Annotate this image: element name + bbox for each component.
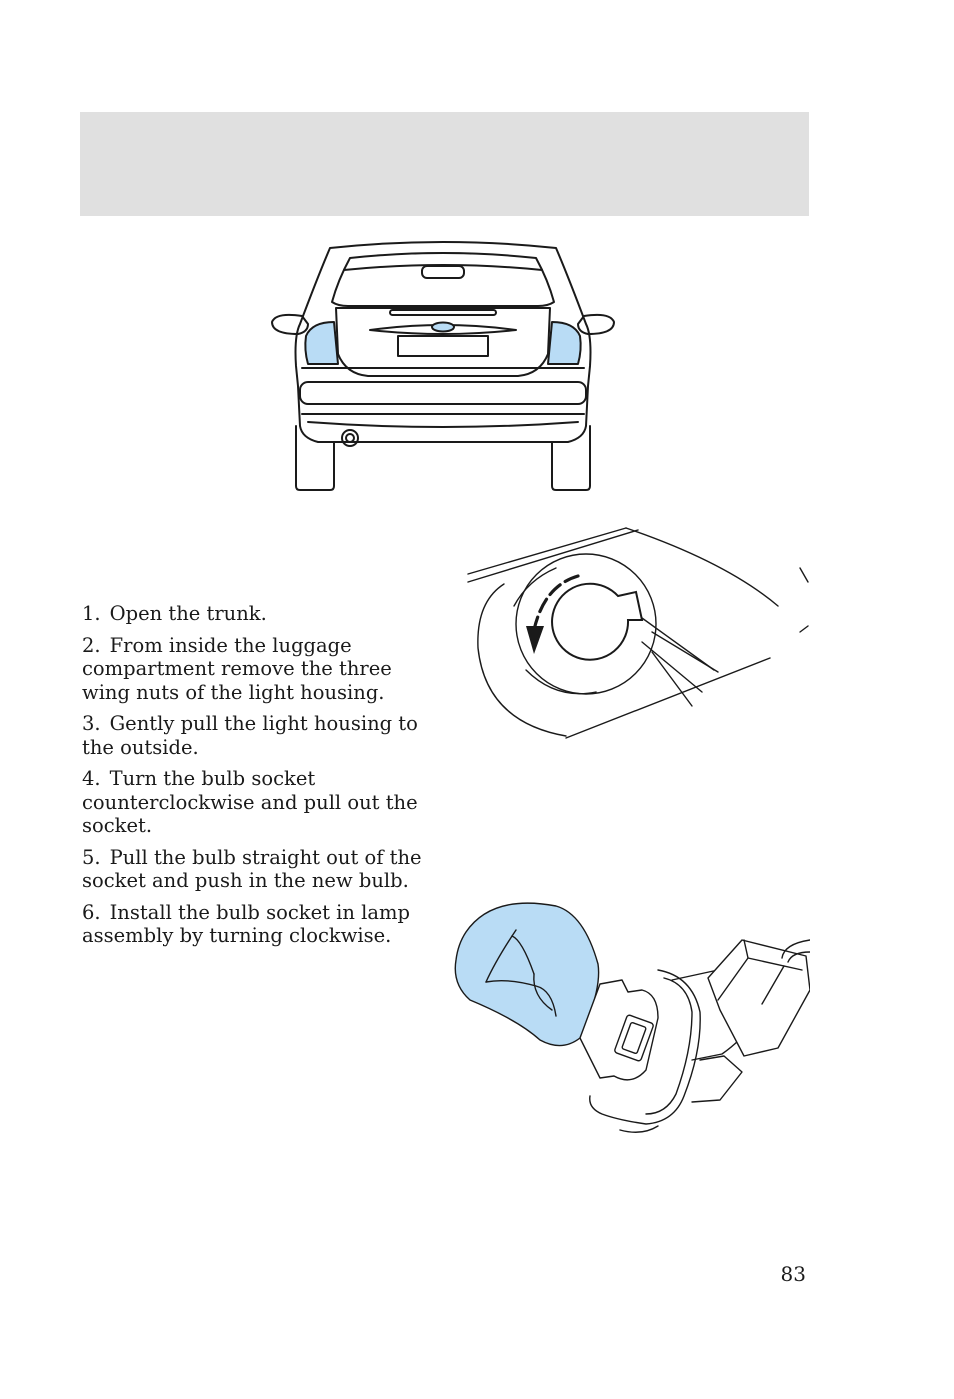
list-item: 3.Gently pull the light housing to the o… (82, 712, 427, 759)
step-text: Install the bulb socket in lamp assembly… (82, 900, 410, 948)
step-number: 5. (82, 845, 101, 869)
instruction-list: 1. Open the trunk. 2.From inside the lugg… (82, 602, 427, 956)
list-item: 5.Pull the bulb straight out of the sock… (82, 846, 427, 893)
header-band (80, 112, 809, 216)
step-number: 1. (82, 602, 101, 625)
car-rear-view-icon (268, 236, 618, 496)
step-number: 6. (82, 900, 101, 924)
step-number: 2. (82, 633, 101, 657)
bulb-socket-rotate-icon (466, 522, 811, 742)
step-number: 4. (82, 767, 101, 790)
list-item: 1. Open the trunk. (82, 602, 427, 626)
step-text: Open the trunk. (109, 602, 267, 625)
list-item: 4.Turn the bulb socket counterclockwise … (82, 767, 427, 838)
step-text: Gently pull the light housing to the out… (82, 712, 418, 759)
list-item: 6.Install the bulb socket in lamp assemb… (82, 901, 427, 948)
page-number: 83 (780, 1262, 806, 1286)
step-number: 3. (82, 712, 101, 735)
bulb-and-socket-icon (452, 900, 811, 1148)
step-text: Pull the bulb straight out of the socket… (82, 845, 422, 893)
step-text: Turn the bulb socket counterclockwise an… (82, 767, 418, 837)
list-item: 2.From inside the luggage compartment re… (82, 634, 427, 705)
step-text: From inside the luggage compartment remo… (82, 633, 392, 704)
